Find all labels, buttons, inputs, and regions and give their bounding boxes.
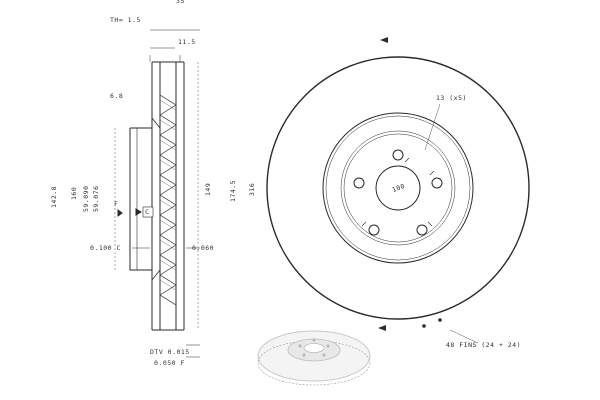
dim-149: 149 bbox=[204, 182, 212, 196]
isometric-disc bbox=[257, 330, 371, 386]
section-view bbox=[114, 29, 200, 358]
dim-th: TH= 1.5 bbox=[110, 16, 141, 24]
datum-c-label: C bbox=[145, 208, 150, 216]
dim-316: 316 bbox=[248, 182, 256, 196]
dim-tol-lo: 59.076 bbox=[92, 185, 100, 212]
datum-f-label: F bbox=[114, 200, 119, 208]
bolt-holes bbox=[353, 149, 443, 236]
dim-6-8: 6.8 bbox=[110, 92, 124, 100]
dim-dtv: DTV 0.015 bbox=[150, 348, 190, 356]
center-bore bbox=[375, 165, 421, 211]
front-view bbox=[266, 37, 530, 344]
dim-0050: 0.050 F bbox=[154, 359, 185, 367]
dim-174-5: 174.5 bbox=[229, 179, 237, 202]
dim-tol-hi: 59.090 bbox=[82, 185, 90, 212]
dim-142-8: 142.8 bbox=[50, 185, 58, 208]
datum-f-marker bbox=[117, 209, 123, 217]
fins-label: 48 FINS (24 + 24) bbox=[446, 341, 522, 349]
dim-160: 160 bbox=[70, 186, 78, 200]
arrow-top-icon bbox=[380, 37, 388, 43]
arrow-bottom-icon bbox=[378, 325, 386, 331]
datum-c-box bbox=[142, 206, 154, 218]
bolt-holes-label: 13 (x5) bbox=[436, 94, 467, 102]
datum-c-marker bbox=[135, 208, 142, 216]
dim-top-cut: 35 bbox=[176, 0, 185, 5]
dim-11-5: 11.5 bbox=[178, 38, 196, 46]
vane-hatching bbox=[159, 94, 177, 306]
dim-0100: 0.100 C bbox=[90, 244, 121, 252]
disc-outer-circle bbox=[266, 56, 530, 320]
dim-0060: 0.060 bbox=[192, 244, 215, 252]
